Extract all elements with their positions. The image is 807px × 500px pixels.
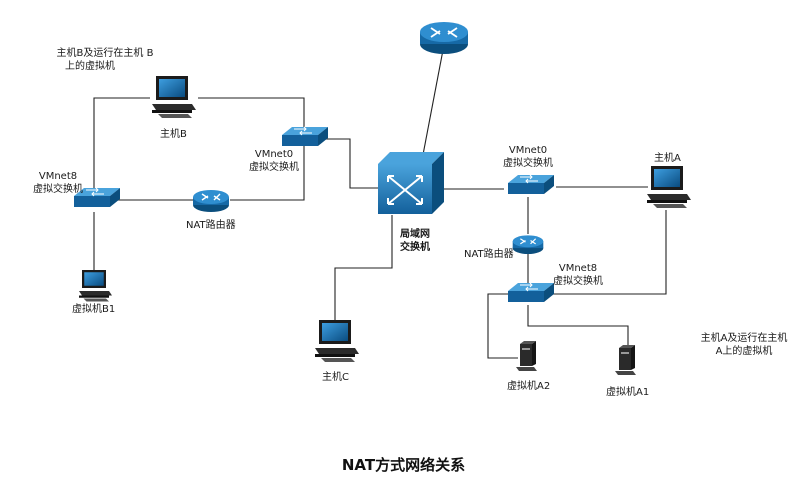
link-hostb-vmnet0left bbox=[198, 97, 305, 130]
link-vmnet0left-lan bbox=[323, 138, 378, 189]
host-b-note-line2: 上的虚拟机 bbox=[65, 61, 115, 72]
desktop-computer-icon bbox=[647, 166, 691, 208]
host-c-label: 主机C bbox=[322, 372, 349, 383]
nat-router-left-label: NAT路由器 bbox=[186, 220, 236, 231]
vmnet8-right-label: VMnet8 虚拟交换机 bbox=[548, 262, 608, 288]
host-a-note-line2: A上的虚拟机 bbox=[715, 346, 773, 357]
vm-a2-label: 虚拟机A2 bbox=[507, 381, 551, 392]
switch-icon bbox=[507, 174, 555, 195]
host-b-note: 主机B及运行在主机 B 上的虚拟机 bbox=[40, 47, 170, 73]
core-switch-icon bbox=[378, 152, 444, 214]
vmnet0-left-name: VMnet0 bbox=[254, 149, 294, 160]
host-a-note-line1: 主机A及运行在主机 bbox=[700, 333, 788, 344]
vmnet0-right-desc: 虚拟交换机 bbox=[503, 158, 553, 169]
router-icon bbox=[420, 22, 468, 54]
host-a-label: 主机A bbox=[654, 153, 681, 164]
lan-switch-desc: 交换机 bbox=[400, 242, 430, 253]
vmnet0-left-desc: 虚拟交换机 bbox=[249, 162, 299, 173]
tower-pc-icon bbox=[516, 341, 537, 371]
tower-pc-icon bbox=[615, 345, 636, 375]
vmnet8-left-desc: 虚拟交换机 bbox=[33, 184, 83, 195]
lan-switch-label: 局域网 交换机 bbox=[395, 228, 435, 254]
host-b-note-line1: 主机B及运行在主机 B bbox=[56, 48, 154, 59]
switch-icon bbox=[281, 126, 329, 147]
connection-lines bbox=[93, 49, 667, 359]
desktop-computer-icon bbox=[79, 270, 112, 302]
host-a-note: 主机A及运行在主机 A上的虚拟机 bbox=[694, 332, 794, 358]
vmnet0-right-label: VMnet0 虚拟交换机 bbox=[498, 144, 558, 170]
router-icon bbox=[192, 189, 230, 213]
router-icon bbox=[512, 234, 544, 255]
vmnet0-right-name: VMnet0 bbox=[508, 145, 548, 156]
vmnet8-right-name: VMnet8 bbox=[558, 263, 598, 274]
vmnet8-left-name: VMnet8 bbox=[38, 171, 78, 182]
link-vmnet8right-hosta bbox=[550, 210, 667, 295]
desktop-computer-icon bbox=[152, 76, 196, 118]
diagram-title: NAT方式网络关系 bbox=[341, 456, 466, 474]
host-b-label: 主机B bbox=[160, 129, 187, 140]
vmnet8-right-desc: 虚拟交换机 bbox=[553, 276, 603, 287]
link-nat-vmnet0left bbox=[230, 146, 305, 201]
lan-switch-name: 局域网 bbox=[400, 229, 430, 240]
vmnet0-left-label: VMnet0 虚拟交换机 bbox=[244, 148, 304, 174]
desktop-computer-icon bbox=[315, 320, 359, 362]
vmnet8-left-label: VMnet8 虚拟交换机 bbox=[28, 170, 88, 196]
link-vmnet8right-vma2 bbox=[487, 293, 518, 359]
vm-b1-label: 虚拟机B1 bbox=[72, 304, 116, 315]
vm-a1-label: 虚拟机A1 bbox=[606, 387, 650, 398]
link-lan-router-top bbox=[421, 49, 444, 161]
link-vmnet8right-vma1 bbox=[527, 305, 629, 346]
nat-router-right-label: NAT路由器 bbox=[464, 249, 514, 260]
link-lan-hostc bbox=[334, 215, 393, 320]
link-hostb-vmnet8left bbox=[93, 97, 150, 188]
